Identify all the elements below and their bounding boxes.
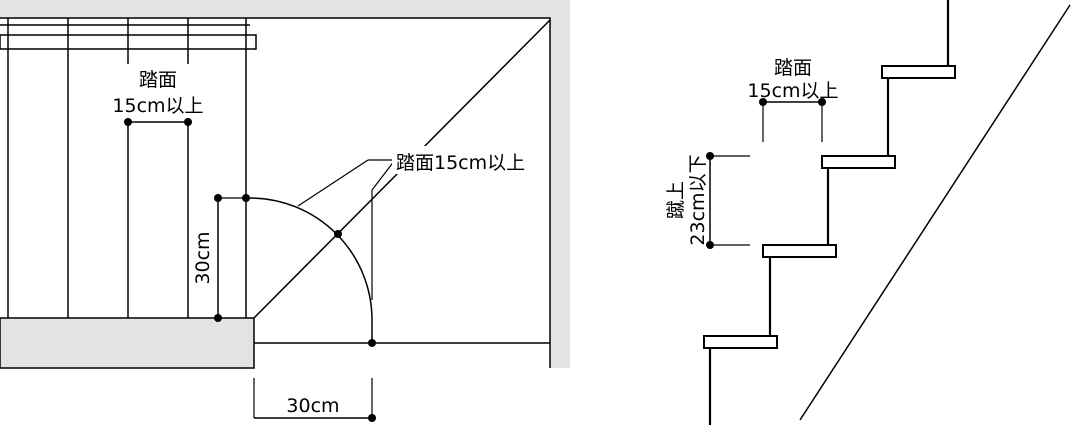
wall-inner-outline xyxy=(0,17,551,368)
dimension-dot xyxy=(242,194,250,202)
arc-midpoint-dot xyxy=(334,230,342,238)
leader-line xyxy=(371,159,396,191)
section-view: 踏面 15cm以上 蹴上 23cm以下 xyxy=(665,0,1071,425)
leader-line xyxy=(297,159,369,207)
landing-block xyxy=(0,317,255,369)
label-backdrop xyxy=(392,146,542,174)
dimension-dot xyxy=(184,118,192,126)
section-tread-label-line2: 15cm以上 xyxy=(747,80,838,102)
plan-view: 踏面 15cm以上 踏面15cm以上 30cm 30cm xyxy=(0,0,570,422)
dimension-dot xyxy=(124,118,132,126)
dimension-dot xyxy=(368,339,376,347)
wall-top xyxy=(0,0,570,18)
narrow-tread-label-line2: 15cm以上 xyxy=(112,95,203,117)
winder-arc xyxy=(249,197,373,343)
stair-tread xyxy=(762,244,837,258)
dimension-dot xyxy=(818,98,826,106)
dimension-dot xyxy=(706,241,714,249)
dimension-dot xyxy=(759,98,767,106)
dimension-dot xyxy=(706,152,714,160)
label-backdrop xyxy=(190,228,214,284)
label-backdrop xyxy=(104,64,212,118)
stair-tread xyxy=(821,155,896,169)
section-riser-label-line2: 23cm以下 xyxy=(687,154,709,245)
vertical-dimension-label: 30cm xyxy=(192,231,214,284)
winder-tread-label: 踏面15cm以上 xyxy=(396,152,525,174)
section-riser-label-line1: 蹴上 xyxy=(665,181,687,219)
dimension-dot xyxy=(214,314,222,322)
narrow-tread-label-line1: 踏面 xyxy=(139,69,177,91)
dimension-dot xyxy=(368,414,376,422)
stair-tread xyxy=(703,335,778,349)
ceiling-diagonal xyxy=(799,4,1071,421)
section-tread-label-line1: 踏面 xyxy=(774,57,812,79)
wall-right xyxy=(550,0,570,368)
dimension-dot xyxy=(214,194,222,202)
stair-tread xyxy=(881,65,956,79)
horizontal-dimension-label: 30cm xyxy=(286,395,339,417)
